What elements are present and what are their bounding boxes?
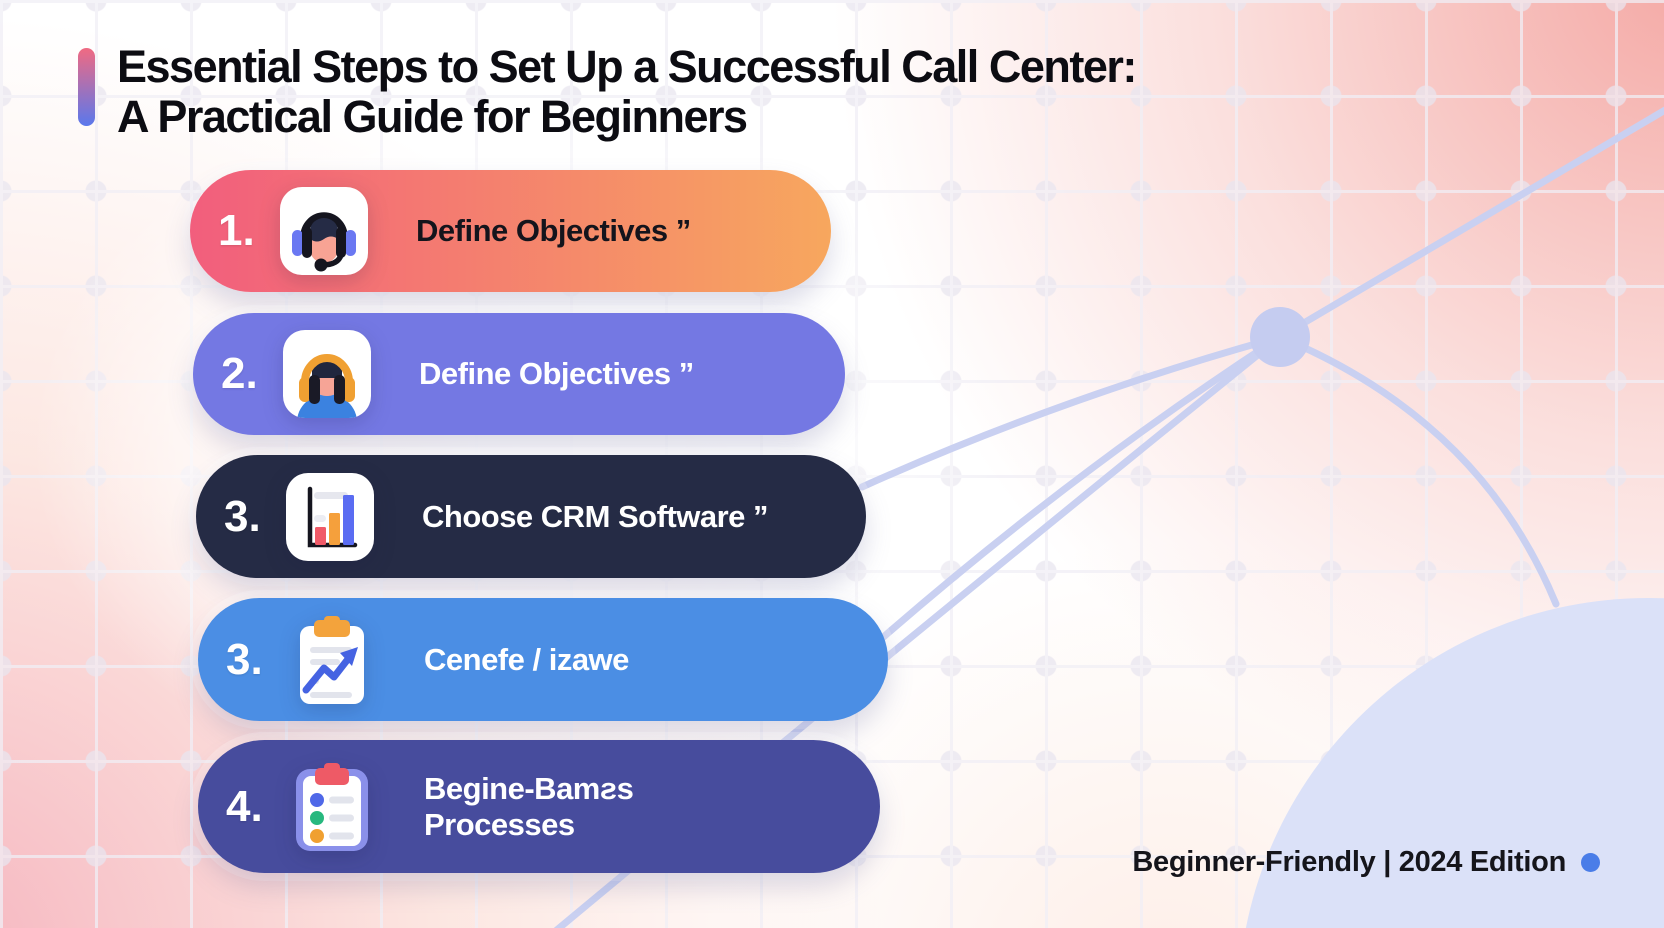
network-node bbox=[1250, 307, 1310, 367]
network-line bbox=[1276, 333, 1560, 608]
clipboard-checklist-icon bbox=[296, 762, 368, 851]
step-label: Define Objectives ” bbox=[419, 356, 694, 392]
page-title: Essential Steps to Set Up a Successful C… bbox=[117, 41, 1137, 142]
step-label: Choose CRM Software ” bbox=[422, 498, 769, 534]
step-number: 3. bbox=[226, 634, 263, 684]
step-pill-1[interactable]: 1. Define Objectives ” bbox=[190, 170, 831, 292]
support-agent-icon bbox=[283, 330, 371, 418]
agent-headset-icon bbox=[280, 187, 368, 275]
network-line bbox=[876, 333, 1284, 644]
network-line bbox=[858, 333, 1284, 491]
big-circle-decoration bbox=[1246, 598, 1664, 928]
step-label: Cenefe / izawe bbox=[424, 641, 629, 677]
network-line bbox=[1276, 106, 1664, 341]
footer-badge: Beginner-Friendly | 2024 Edition bbox=[1132, 846, 1600, 879]
step-number: 1. bbox=[218, 206, 255, 255]
step-pill-4[interactable]: 3. Cenefe / izawe bbox=[198, 598, 888, 721]
title-accent-bar bbox=[78, 48, 95, 126]
step-label: Begine-Bamƨs Processes bbox=[424, 770, 634, 842]
step-pill-2[interactable]: 2. Define Objectives ” bbox=[193, 313, 845, 435]
step-label: Define Objectives ” bbox=[416, 213, 691, 249]
step-pill-5[interactable]: 4. Begine-Bamƨs Processes bbox=[198, 740, 880, 873]
step-pill-3[interactable]: 3. Choose CRM Software ” bbox=[196, 455, 866, 578]
step-number: 2. bbox=[221, 349, 258, 398]
footer-dot-icon bbox=[1581, 853, 1600, 872]
header: Essential Steps to Set Up a Successful C… bbox=[78, 41, 1137, 142]
step-number: 3. bbox=[224, 491, 261, 541]
footer-text: Beginner-Friendly | 2024 Edition bbox=[1132, 846, 1566, 878]
bar-chart-icon bbox=[286, 472, 374, 561]
clipboard-trend-icon bbox=[300, 615, 364, 704]
step-number: 4. bbox=[226, 781, 263, 831]
